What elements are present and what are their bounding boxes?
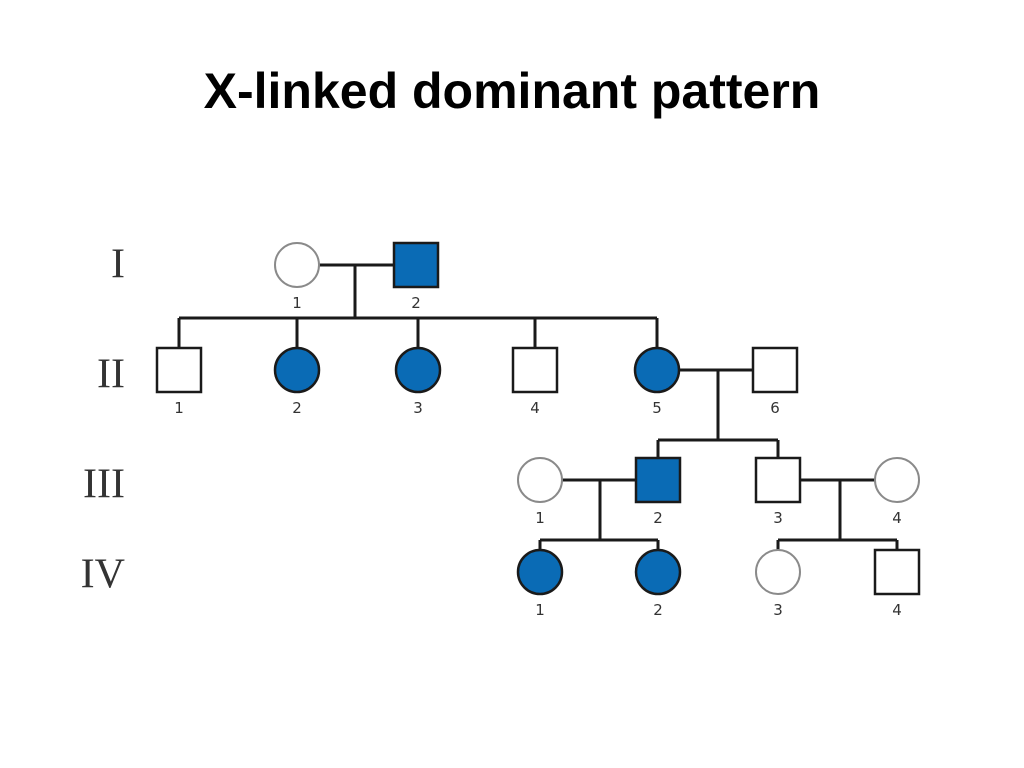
individual-number: 1 [535,601,545,619]
generation-label-i: I [111,242,125,288]
individual-iv-4: 4 [873,548,921,619]
individual-ii-4: 4 [511,346,559,417]
individual-number: 4 [892,509,902,527]
individual-number: 1 [535,509,545,527]
individual-number: 1 [174,399,184,417]
individual-number: 4 [530,399,540,417]
individual-number: 4 [892,601,902,619]
individual-number: 2 [292,399,302,417]
female-affected-circle [516,548,564,596]
individual-number: 2 [653,509,663,527]
pedigree-lines [177,263,899,550]
individual-iv-1: 1 [516,548,564,619]
individual-iii-3: 3 [754,456,802,527]
individual-number: 2 [653,601,663,619]
individuals: 1 2 1 2 3 4 5 6 1 2 3 4 1 2 3 4 [155,241,921,619]
individual-iii-2: 2 [634,456,682,527]
male-affected-square [634,456,682,504]
female-affected-circle [634,548,682,596]
individual-i-2: 2 [392,241,440,312]
generation-label-iv: IV [81,552,125,598]
generation-label-ii: II [97,352,125,398]
individual-number: 3 [413,399,423,417]
female-affected-circle [633,346,681,394]
male-unaffected-square [511,346,559,394]
male-unaffected-square [751,346,799,394]
generation-label-iii: III [83,462,125,508]
individual-ii-5: 5 [633,346,681,417]
individual-number: 2 [411,294,421,312]
individual-number: 6 [770,399,780,417]
female-unaffected-circle [274,242,320,288]
individual-number: 3 [773,509,783,527]
female-unaffected-circle [874,457,920,503]
individual-iii-4: 4 [874,457,920,527]
individual-number: 5 [652,399,662,417]
individual-ii-2: 2 [273,346,321,417]
male-unaffected-square [754,456,802,504]
slide-title: X-linked dominant pattern [203,63,821,119]
individual-number: 1 [292,294,302,312]
female-affected-circle [273,346,321,394]
female-unaffected-circle [517,457,563,503]
male-unaffected-square [873,548,921,596]
individual-iv-2: 2 [634,548,682,619]
individual-ii-3: 3 [394,346,442,417]
female-unaffected-circle [755,549,801,595]
individual-ii-1: 1 [155,346,203,417]
male-affected-square [392,241,440,289]
individual-ii-6: 6 [751,346,799,417]
individual-iii-1: 1 [517,457,563,527]
individual-i-1: 1 [274,242,320,312]
individual-number: 3 [773,601,783,619]
female-affected-circle [394,346,442,394]
male-unaffected-square [155,346,203,394]
individual-iv-3: 3 [755,549,801,619]
